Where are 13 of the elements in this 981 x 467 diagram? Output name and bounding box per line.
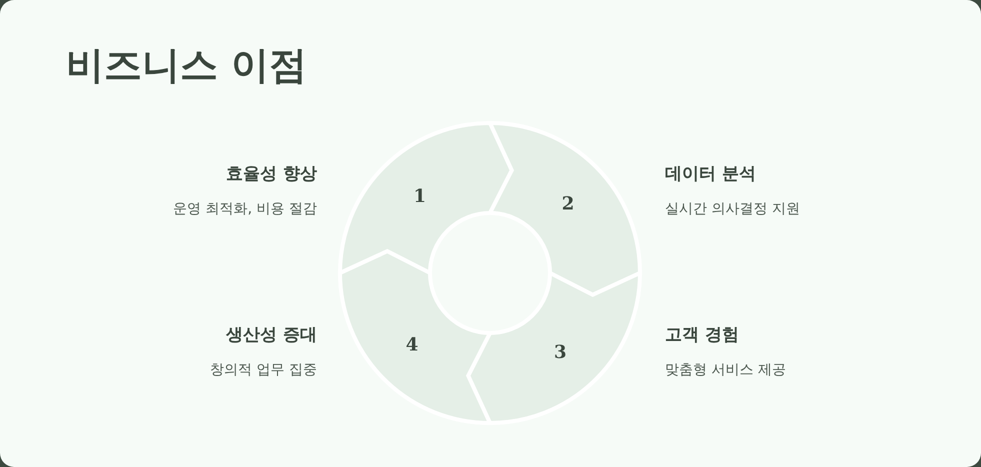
step-number: 2 [562,194,574,215]
benefit-description: 맞춤형 서비스 제공 [665,361,786,379]
title: 비즈니스 이점 [66,42,308,89]
benefit-heading: 효율성 향상 [226,163,317,185]
benefit-heading: 데이터 분석 [665,163,756,185]
benefit-heading: 고객 경험 [665,324,739,346]
benefit-description: 운영 최적화, 비용 절감 [173,200,317,218]
step-number: 4 [406,334,418,356]
benefit-description: 창의적 업무 집중 [210,361,317,379]
step-number: 3 [554,342,567,364]
benefit-heading: 생산성 증대 [226,324,317,346]
step-number: 1 [413,186,426,207]
benefit-description: 실시간 의사결정 지원 [665,200,800,218]
